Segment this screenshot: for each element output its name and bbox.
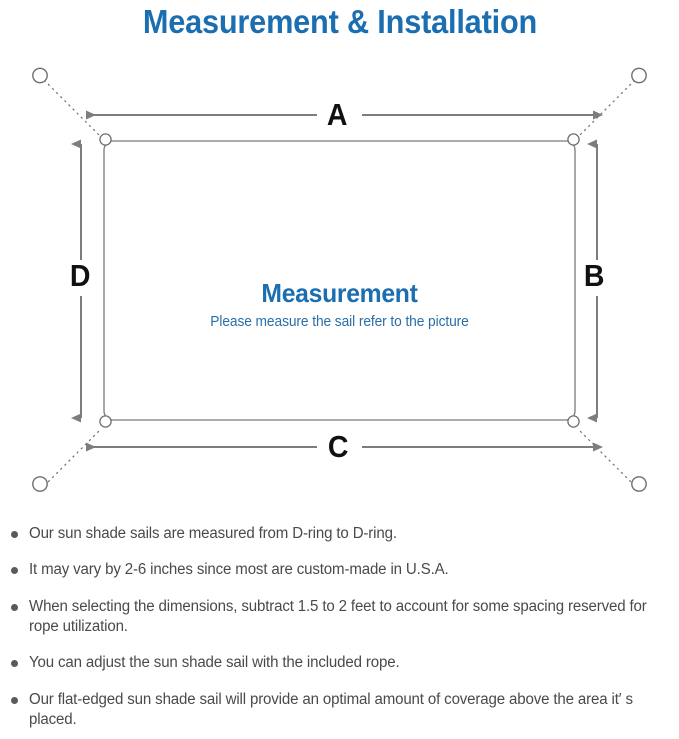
list-item: When selecting the dimensions, subtract … xyxy=(0,597,679,638)
d-ring-bottom-left xyxy=(99,415,112,428)
d-ring-top-left xyxy=(99,133,112,146)
anchor-point-bottom-right xyxy=(631,476,647,492)
dimension-label-c: C xyxy=(327,429,349,464)
notes-list: Our sun shade sails are measured from D-… xyxy=(0,524,679,730)
list-item: You can adjust the sun shade sail with t… xyxy=(0,653,679,673)
bullet-icon xyxy=(11,603,18,611)
dimension-label-a: A xyxy=(326,97,348,132)
list-item: It may vary by 2-6 inches since most are… xyxy=(0,560,679,580)
note-text: Our sun shade sails are measured from D-… xyxy=(29,525,397,542)
note-text: Our flat-edged sun shade sail will provi… xyxy=(29,690,633,729)
note-text: It may vary by 2-6 inches since most are… xyxy=(29,561,449,579)
anchor-point-top-left xyxy=(32,67,48,84)
dimension-label-d: D xyxy=(69,258,91,293)
list-item: Our flat-edged sun shade sail will provi… xyxy=(0,690,679,731)
d-rings-group xyxy=(99,133,580,428)
page-title: Measurement & Installation xyxy=(142,3,537,40)
rope-line-top-left xyxy=(43,79,101,137)
note-text: You can adjust the sun shade sail with t… xyxy=(29,654,400,672)
anchor-point-bottom-left xyxy=(32,476,48,492)
page-title-container: Measurement & Installation xyxy=(0,0,679,44)
sail-measurement-diagram: A B C D Measurement Please measure the s… xyxy=(0,48,679,518)
rope-lines-group xyxy=(43,79,636,487)
d-ring-bottom-right xyxy=(567,415,580,428)
bullet-icon xyxy=(11,531,18,538)
d-ring-top-right xyxy=(567,133,580,146)
anchor-points-group xyxy=(32,67,647,492)
anchor-point-top-right xyxy=(631,67,647,84)
bullet-icon xyxy=(11,660,18,668)
note-text: When selecting the dimensions, subtract … xyxy=(29,597,647,636)
sail-rectangle xyxy=(103,140,576,421)
bullet-icon xyxy=(11,567,18,575)
list-item: Our sun shade sails are measured from D-… xyxy=(0,524,679,544)
dimension-label-b: B xyxy=(583,258,605,293)
rope-line-bottom-right xyxy=(578,429,636,487)
rope-line-top-right xyxy=(578,79,636,137)
bullet-icon xyxy=(11,696,18,704)
sail-diagram-svg xyxy=(32,67,647,492)
rope-line-bottom-left xyxy=(43,429,101,487)
